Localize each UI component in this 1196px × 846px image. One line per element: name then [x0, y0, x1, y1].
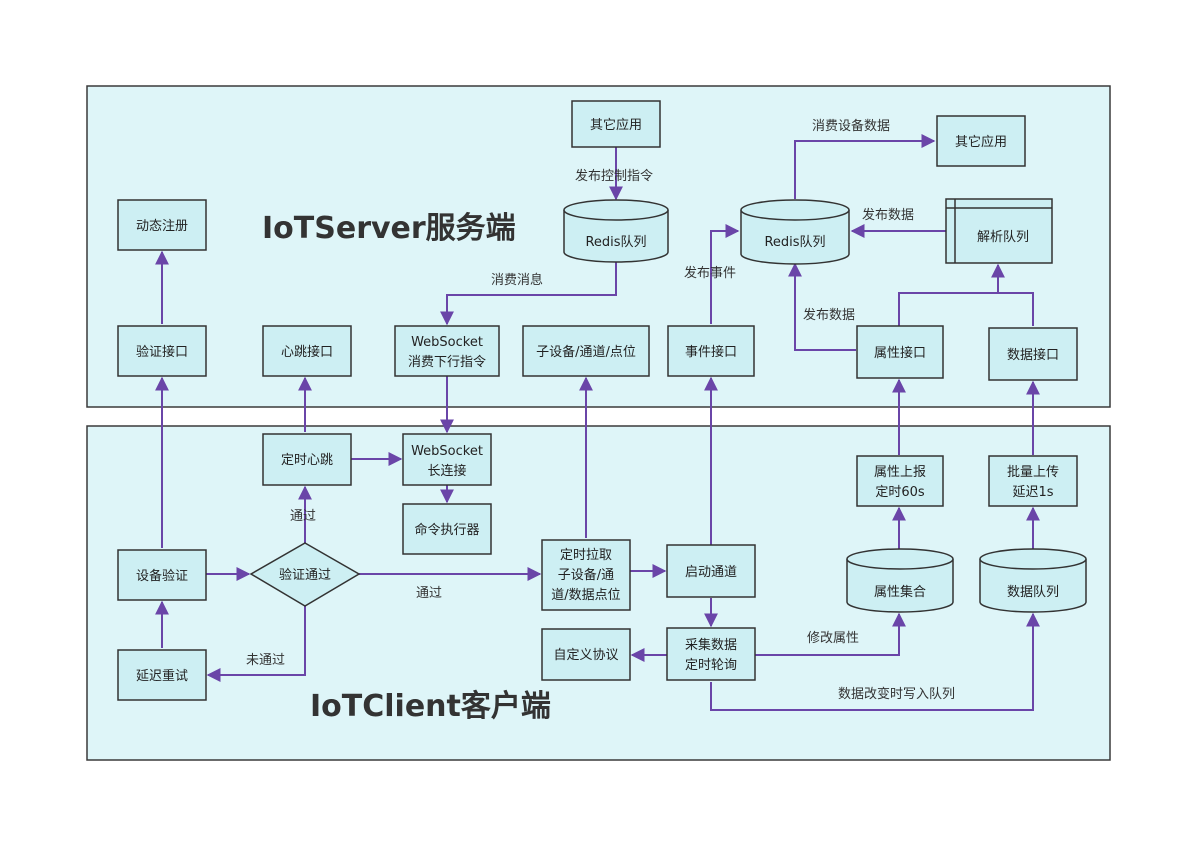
edge-labels: 发布控制指令 消费消息 发布事件 消费设备数据 发布数据 发布数据 通过 通过 …: [246, 118, 955, 702]
svg-text:验证通过: 验证通过: [279, 567, 331, 583]
node-verify-pass: 验证通过: [249, 542, 361, 607]
edge-collect-propset: [755, 612, 906, 656]
node-subdevice-api: 子设备/通道/点位: [522, 325, 650, 377]
edge-collect-dataqueue: [710, 612, 1040, 711]
node-batch-upload: 批量上传 延迟1s: [988, 455, 1078, 507]
edge-redis-wsconsume: [440, 262, 617, 326]
node-property-api: 属性接口: [856, 325, 944, 379]
node-property-set: 属性集合: [846, 548, 954, 613]
node-property-report: 属性上报 定时60s: [856, 455, 944, 507]
svg-text:WebSocket: WebSocket: [411, 335, 483, 350]
node-timed-heartbeat: 定时心跳: [262, 433, 352, 486]
node-other-app-top: 其它应用: [571, 100, 661, 148]
node-ws-long: WebSocket 长连接: [402, 433, 492, 486]
node-data-queue: 数据队列: [979, 548, 1087, 613]
node-event-api: 事件接口: [667, 325, 755, 377]
node-delay-retry: 延迟重试: [117, 649, 207, 701]
svg-text:批量上传: 批量上传: [1007, 465, 1059, 480]
node-custom-protocol: 自定义协议: [541, 628, 631, 681]
node-device-verify: 设备验证: [117, 549, 207, 601]
label-publish-data-mid: 发布数据: [803, 307, 855, 323]
svg-text:属性集合: 属性集合: [874, 584, 926, 600]
svg-text:自定义协议: 自定义协议: [553, 648, 618, 663]
svg-text:启动通道: 启动通道: [685, 565, 737, 580]
svg-text:延迟1s: 延迟1s: [1012, 485, 1053, 500]
label-pass-right: 通过: [416, 586, 442, 601]
svg-text:属性接口: 属性接口: [874, 345, 926, 361]
svg-text:设备验证: 设备验证: [136, 568, 188, 584]
svg-text:Redis队列: Redis队列: [585, 235, 646, 250]
svg-text:长连接: 长连接: [427, 463, 466, 479]
svg-text:Redis队列: Redis队列: [764, 235, 825, 250]
node-collect-data: 采集数据 定时轮询: [666, 627, 756, 681]
svg-text:道/数据点位: 道/数据点位: [551, 588, 620, 603]
svg-text:其它应用: 其它应用: [590, 117, 642, 133]
node-other-app-right: 其它应用: [936, 115, 1026, 167]
label-consume-device-data: 消费设备数据: [812, 118, 890, 134]
svg-text:事件接口: 事件接口: [685, 344, 737, 360]
node-verify-api: 验证接口: [117, 325, 207, 377]
svg-text:其它应用: 其它应用: [955, 134, 1007, 150]
node-data-api: 数据接口: [988, 327, 1078, 381]
svg-text:属性上报: 属性上报: [874, 465, 926, 480]
label-publish-control: 发布控制指令: [575, 168, 653, 184]
edge-propapi-parse: [898, 263, 1005, 326]
svg-text:定时轮询: 定时轮询: [685, 658, 737, 673]
svg-text:验证接口: 验证接口: [136, 344, 188, 360]
label-modify-property: 修改属性: [807, 631, 859, 646]
edges: [155, 134, 1040, 711]
edge-propapi-redis: [788, 262, 856, 351]
svg-text:定时60s: 定时60s: [875, 485, 925, 500]
svg-text:WebSocket: WebSocket: [411, 444, 483, 459]
label-publish-event: 发布事件: [684, 265, 736, 281]
edge-event-redis: [710, 224, 740, 324]
svg-text:数据接口: 数据接口: [1007, 347, 1059, 363]
label-pass-up: 通过: [290, 509, 316, 524]
svg-text:数据队列: 数据队列: [1007, 585, 1059, 600]
label-write-queue: 数据改变时写入队列: [838, 686, 955, 702]
svg-text:定时拉取: 定时拉取: [560, 548, 612, 563]
node-redis-queue-left: Redis队列: [563, 199, 669, 263]
svg-text:延迟重试: 延迟重试: [136, 668, 188, 684]
node-cmd-executor: 命令执行器: [402, 503, 492, 555]
node-parse-queue: 解析队列: [945, 198, 1053, 264]
node-dynamic-register: 动态注册: [117, 199, 207, 251]
edge-redis-otherapp: [794, 134, 936, 199]
svg-text:动态注册: 动态注册: [136, 219, 188, 234]
node-timed-pull: 定时拉取 子设备/通 道/数据点位: [541, 539, 631, 611]
svg-text:心跳接口: 心跳接口: [281, 344, 333, 360]
client-title: IoTClient客户端: [310, 689, 551, 724]
node-ws-consume: WebSocket 消费下行指令: [394, 325, 500, 377]
svg-text:定时心跳: 定时心跳: [281, 453, 333, 468]
node-start-channel: 启动通道: [666, 544, 756, 598]
svg-text:解析队列: 解析队列: [977, 230, 1029, 245]
svg-text:子设备/通: 子设备/通: [558, 567, 614, 583]
label-consume-msg: 消费消息: [491, 272, 543, 288]
svg-text:命令执行器: 命令执行器: [414, 522, 479, 538]
server-title: IoTServer服务端: [262, 211, 516, 246]
node-heartbeat-api: 心跳接口: [262, 325, 352, 377]
svg-text:子设备/通道/点位: 子设备/通道/点位: [536, 344, 636, 360]
node-redis-queue-right: Redis队列: [740, 199, 850, 265]
svg-text:消费下行指令: 消费下行指令: [408, 355, 486, 370]
edge-pass-retry: [206, 606, 306, 682]
label-publish-data-top: 发布数据: [862, 207, 914, 223]
label-not-pass: 未通过: [246, 653, 285, 668]
svg-text:采集数据: 采集数据: [685, 637, 737, 653]
edge-dataapi-parse: [998, 292, 1034, 326]
